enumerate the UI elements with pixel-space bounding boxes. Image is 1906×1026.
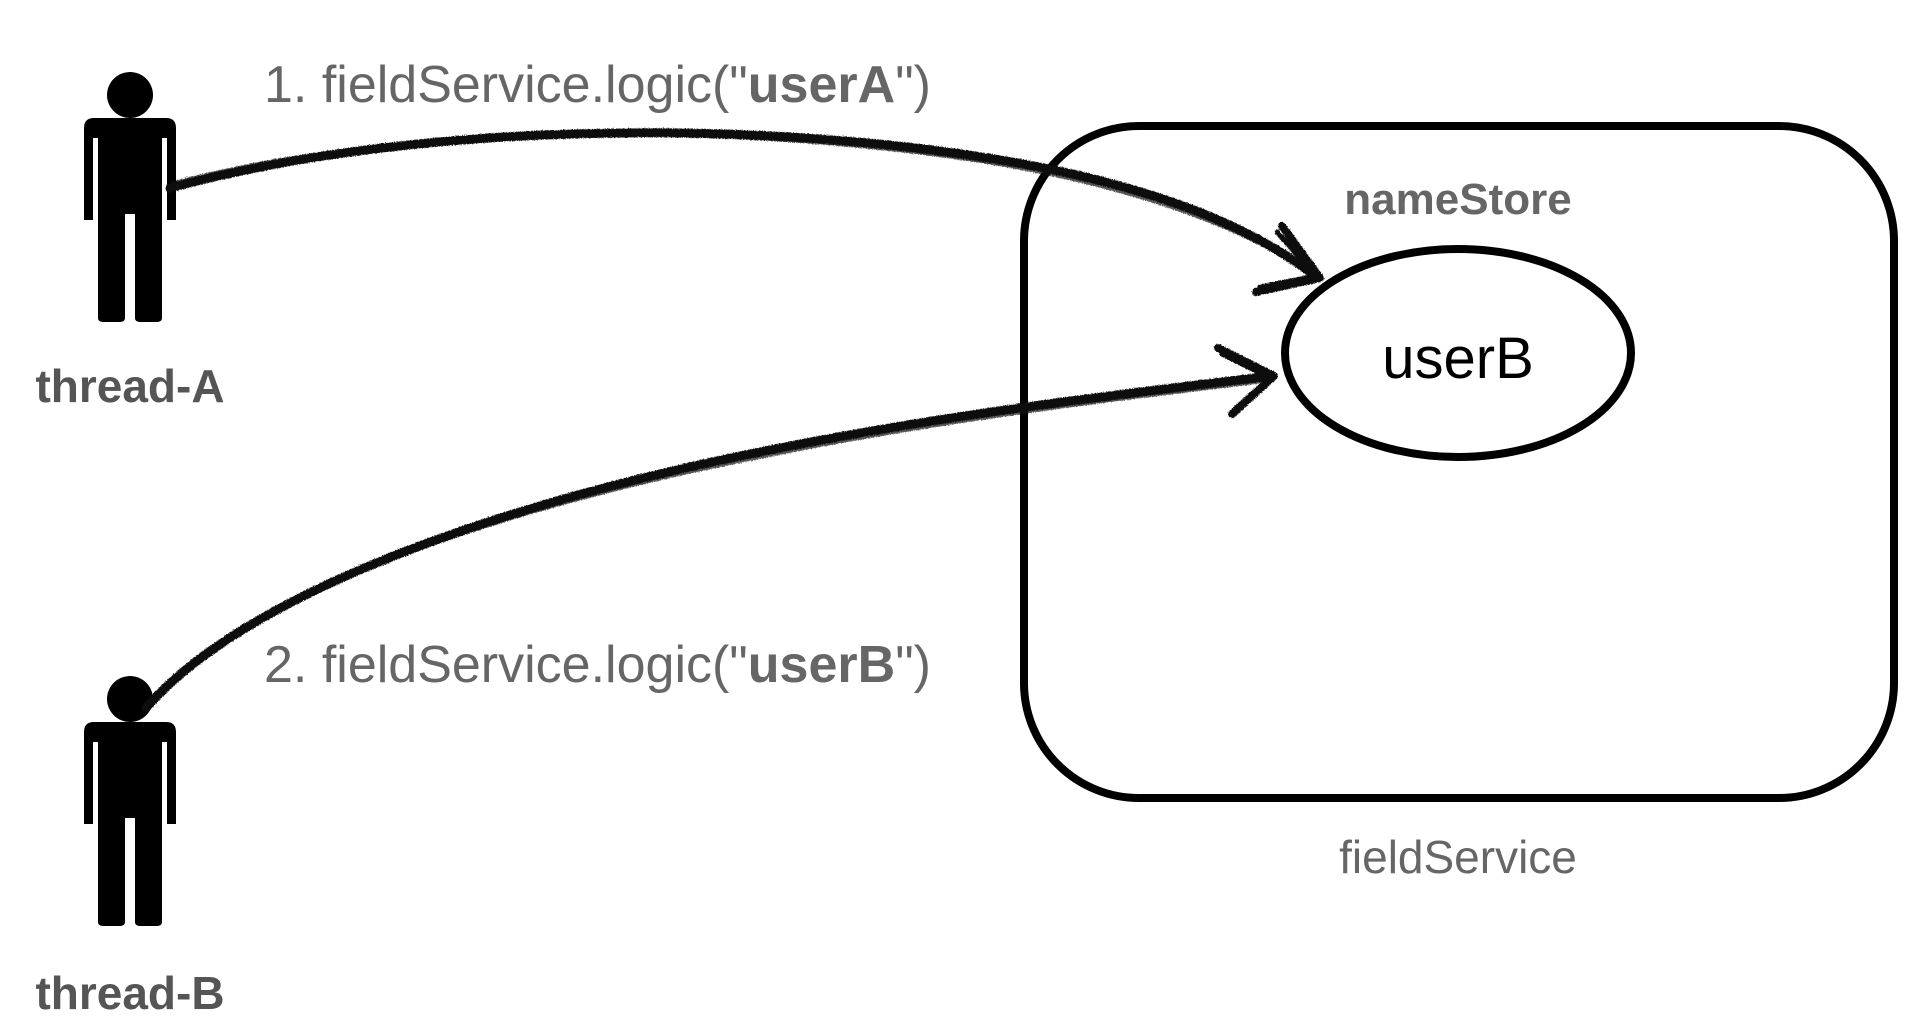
name-store-ellipse xyxy=(1281,245,1635,461)
call-label-1: 1. fieldService.logic("userA") xyxy=(264,56,931,114)
thread-a-person-icon xyxy=(84,72,176,322)
field-service-box xyxy=(1020,122,1898,802)
call-1-suffix: ") xyxy=(895,56,931,114)
arrow-thread-b-to-store xyxy=(141,344,1278,713)
field-service-label: fieldService xyxy=(1339,831,1577,883)
call-2-arg: userB xyxy=(748,636,895,694)
call-1-arg: userA xyxy=(748,56,895,114)
call-2-prefix: 2. fieldService.logic(" xyxy=(264,636,748,694)
name-store-label: nameStore xyxy=(1344,175,1571,224)
arrow-thread-a-to-store xyxy=(165,128,1324,296)
thread-b-person-icon xyxy=(84,676,176,926)
call-2-suffix: ") xyxy=(895,636,931,694)
thread-b-label: thread-B xyxy=(35,967,224,1019)
call-1-prefix: 1. fieldService.logic(" xyxy=(264,56,748,114)
call-label-2: 2. fieldService.logic("userB") xyxy=(264,636,931,694)
name-store-value: userB xyxy=(1382,326,1534,391)
thread-a-label: thread-A xyxy=(35,360,224,412)
